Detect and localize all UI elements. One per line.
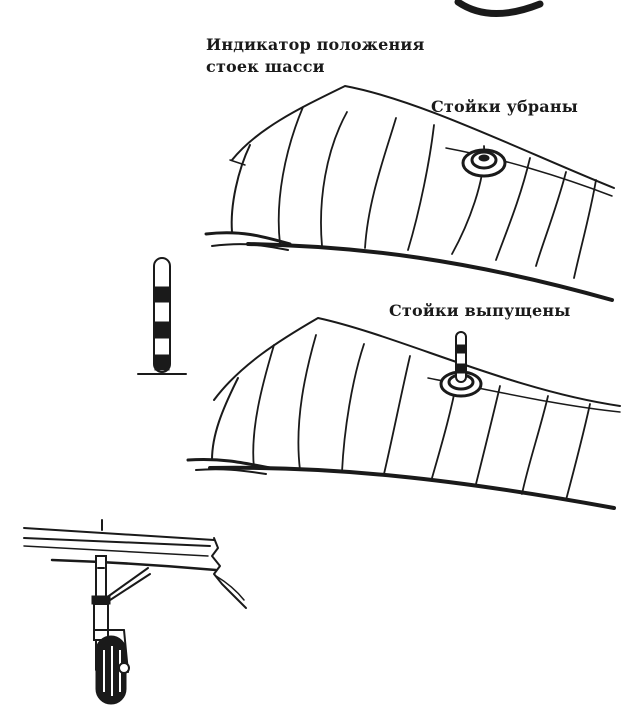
diagram-title: Индикатор положения стоек шасси: [206, 34, 425, 78]
title-line-1: Индикатор положения: [206, 35, 425, 54]
label-gear-extended: Стойки выпущены: [389, 301, 571, 320]
landing-gear-drawing: [23, 519, 247, 705]
title-line-2: стоек шасси: [206, 57, 325, 76]
indicator-pin-icon: [137, 257, 187, 375]
cropped-shape-top: [454, 0, 544, 17]
wing-extended-drawing: [186, 317, 621, 510]
label-gear-retracted: Стойки убраны: [431, 97, 578, 116]
wing-retracted-drawing: [204, 85, 615, 302]
